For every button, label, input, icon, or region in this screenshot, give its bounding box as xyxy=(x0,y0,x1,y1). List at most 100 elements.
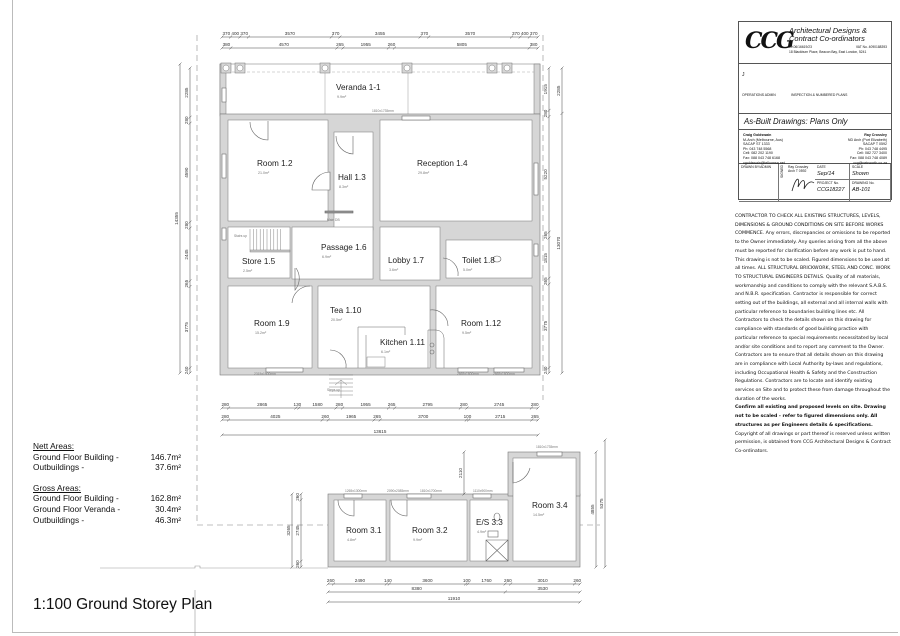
column-icon xyxy=(234,62,246,74)
dimension-label: 400 xyxy=(231,31,239,36)
dimension-label: 370 xyxy=(530,31,538,36)
dimension-label: 4855 xyxy=(590,504,595,515)
stove-icon xyxy=(429,342,435,348)
areas-schedule: Nett Areas: Ground Floor Building -146.7… xyxy=(33,441,181,525)
room-floor xyxy=(291,226,374,280)
room-floor xyxy=(469,499,509,562)
dimension-tick xyxy=(188,226,192,230)
dimension-tick xyxy=(536,418,540,422)
dimension-tick xyxy=(503,582,507,586)
dimension-tick xyxy=(427,35,431,39)
dimension-label: 1815 xyxy=(543,253,548,264)
contact-line: M-Arch (Melbourne, Aus) xyxy=(743,137,783,142)
door-icon xyxy=(512,462,531,484)
room-label: Veranda 1-19.9m² xyxy=(336,83,381,99)
dimension-tick xyxy=(547,371,551,375)
dimension-tick xyxy=(547,366,551,370)
dimension-label: 2715 xyxy=(495,414,506,419)
dimension-tick xyxy=(466,582,470,586)
room-label: Room 3.414.5m² xyxy=(532,501,568,517)
ccg-logo: CCG xyxy=(745,28,795,54)
dimension-label: 2795 xyxy=(422,402,433,407)
annotation-text: 2090x2085mm xyxy=(387,489,409,493)
dimension-label: 265 xyxy=(543,277,548,285)
dim-out-left-total: 3265 xyxy=(286,492,294,569)
annotation-text: Main DB xyxy=(327,218,340,222)
column-icon xyxy=(220,62,232,74)
room-area: 4.8m² xyxy=(347,538,357,542)
annotation-text: Steps up xyxy=(327,388,340,392)
dimension-tick xyxy=(464,418,468,422)
dimension-tick xyxy=(188,279,192,283)
dimension-tick xyxy=(503,590,507,594)
dimension-label: 280 xyxy=(221,414,229,419)
window-icon xyxy=(221,227,227,241)
boundary-line xyxy=(100,565,328,569)
dimension-label: 265 xyxy=(373,414,381,419)
dim-out-right-1: 4855 xyxy=(590,450,598,569)
dimension-tick xyxy=(547,108,551,113)
drawing-frame xyxy=(12,0,898,633)
dimension-tick xyxy=(228,35,233,39)
contact-line: Ph: 043 748 4495 xyxy=(858,146,887,151)
room-label: Room 1.915.2m² xyxy=(254,319,290,335)
door-icon xyxy=(311,171,331,191)
room-area: 3.6m² xyxy=(389,268,399,272)
notes-bold: Confirm all existing and proposed levels… xyxy=(735,405,886,428)
room-name: Store 1.5 xyxy=(242,257,276,266)
room-label: E/S 3.34.9m² xyxy=(476,518,503,534)
dimension-tick xyxy=(572,582,577,586)
window-icon xyxy=(536,451,563,457)
room-floor xyxy=(445,239,533,279)
room-area: 2.5m² xyxy=(243,269,253,273)
dimension-tick xyxy=(331,582,336,586)
room-name: Room 3.2 xyxy=(412,526,448,535)
contact-line: cgoldswain@telkomsa.net xyxy=(743,160,785,165)
dimension-tick xyxy=(536,46,540,50)
dimension-label: 3010 xyxy=(537,578,548,583)
dimension-label: 13070 xyxy=(556,236,561,249)
window-icon xyxy=(401,115,431,121)
room-name: Room 3.4 xyxy=(532,501,568,510)
room-floor xyxy=(333,499,387,562)
dimension-tick xyxy=(340,406,345,410)
dimension-label: 1955 xyxy=(361,42,372,47)
dimension-label: 265 xyxy=(543,231,548,239)
dimension-tick xyxy=(466,418,471,422)
dimension-label: 400 xyxy=(521,31,529,36)
dimension-label: 2445 xyxy=(184,249,189,260)
dimension-tick xyxy=(326,600,330,604)
dimension-tick xyxy=(297,406,301,410)
dimension-tick xyxy=(178,62,182,66)
window-icon xyxy=(406,493,432,499)
dimension-label: 100 xyxy=(464,414,472,419)
window-icon xyxy=(221,87,227,103)
dimension-tick xyxy=(547,282,551,286)
dimension-tick xyxy=(529,406,534,410)
annotation-text: 2665x1600mm xyxy=(493,372,515,376)
dimension-label: 5375 xyxy=(599,498,604,509)
sink-icon xyxy=(366,356,386,368)
contact-line: ND Arch (Port Elizabeth) xyxy=(847,137,887,142)
window-icon xyxy=(493,367,525,373)
dimension-tick xyxy=(384,582,389,586)
dimension-label: 280 xyxy=(543,109,548,117)
room-area: 9.5m² xyxy=(462,331,472,335)
dimension-tick xyxy=(462,450,466,454)
window-icon xyxy=(472,493,492,499)
dimension-label: 380 xyxy=(530,42,538,47)
dimension-tick xyxy=(220,433,224,437)
dimension-label: 3775 xyxy=(543,320,548,331)
dimension-tick xyxy=(547,236,551,240)
room-area: 20.5m² xyxy=(331,318,343,322)
door-icon xyxy=(249,121,269,141)
dimension-tick xyxy=(326,590,330,594)
